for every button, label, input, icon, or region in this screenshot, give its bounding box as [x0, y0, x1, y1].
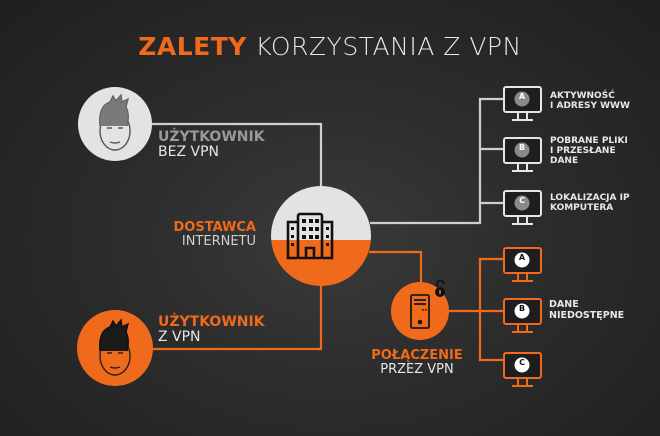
avatar-with-vpn	[77, 310, 153, 386]
line-isp-to-vpn	[369, 250, 423, 282]
exposed-label-c: LOKALIZACJA IP KOMPUTERA	[550, 193, 630, 214]
building-icon	[286, 212, 334, 260]
monitor-letter: A	[518, 253, 526, 262]
line-isp-to-monitors	[370, 97, 503, 225]
monitor-letter: C	[519, 358, 525, 367]
monitor-letter: A	[518, 92, 526, 101]
monitor-letter: C	[519, 196, 525, 205]
label-isp: DOSTAWCA INTERNETU	[173, 220, 256, 249]
monitor-letter: B	[518, 304, 526, 313]
avatar-no-vpn	[78, 87, 152, 161]
title-highlight: ZALETY	[138, 32, 247, 61]
page-title: ZALETY KORZYSTANIA Z VPN	[0, 32, 660, 61]
user-face-icon	[99, 93, 131, 151]
line-user-to-isp	[152, 122, 323, 190]
protected-label: DANE NIEDOSTĘPNE	[549, 299, 625, 321]
line-vpnuser-to-isp	[153, 284, 323, 351]
lock-icon	[435, 279, 445, 297]
exposed-label-a: AKTYWNOŚĆ I ADRESY WWW	[550, 91, 630, 112]
title-rest: KORZYSTANIA Z VPN	[255, 32, 522, 61]
label-user-vpn: UŻYTKOWNIK Z VPN	[158, 314, 265, 345]
exposed-label-b: POBRANE PLIKI I PRZESŁANE DANE	[550, 136, 628, 167]
user-face-icon	[99, 318, 131, 376]
isp-circle	[271, 186, 371, 286]
server-icon	[410, 294, 430, 329]
label-user-no-vpn: UŻYTKOWNIK BEZ VPN	[158, 129, 265, 160]
label-vpn-connection: POŁĄCZENIE PRZEZ VPN	[371, 348, 463, 377]
vpn-server-node	[391, 279, 449, 340]
monitor-letter: B	[518, 143, 526, 152]
